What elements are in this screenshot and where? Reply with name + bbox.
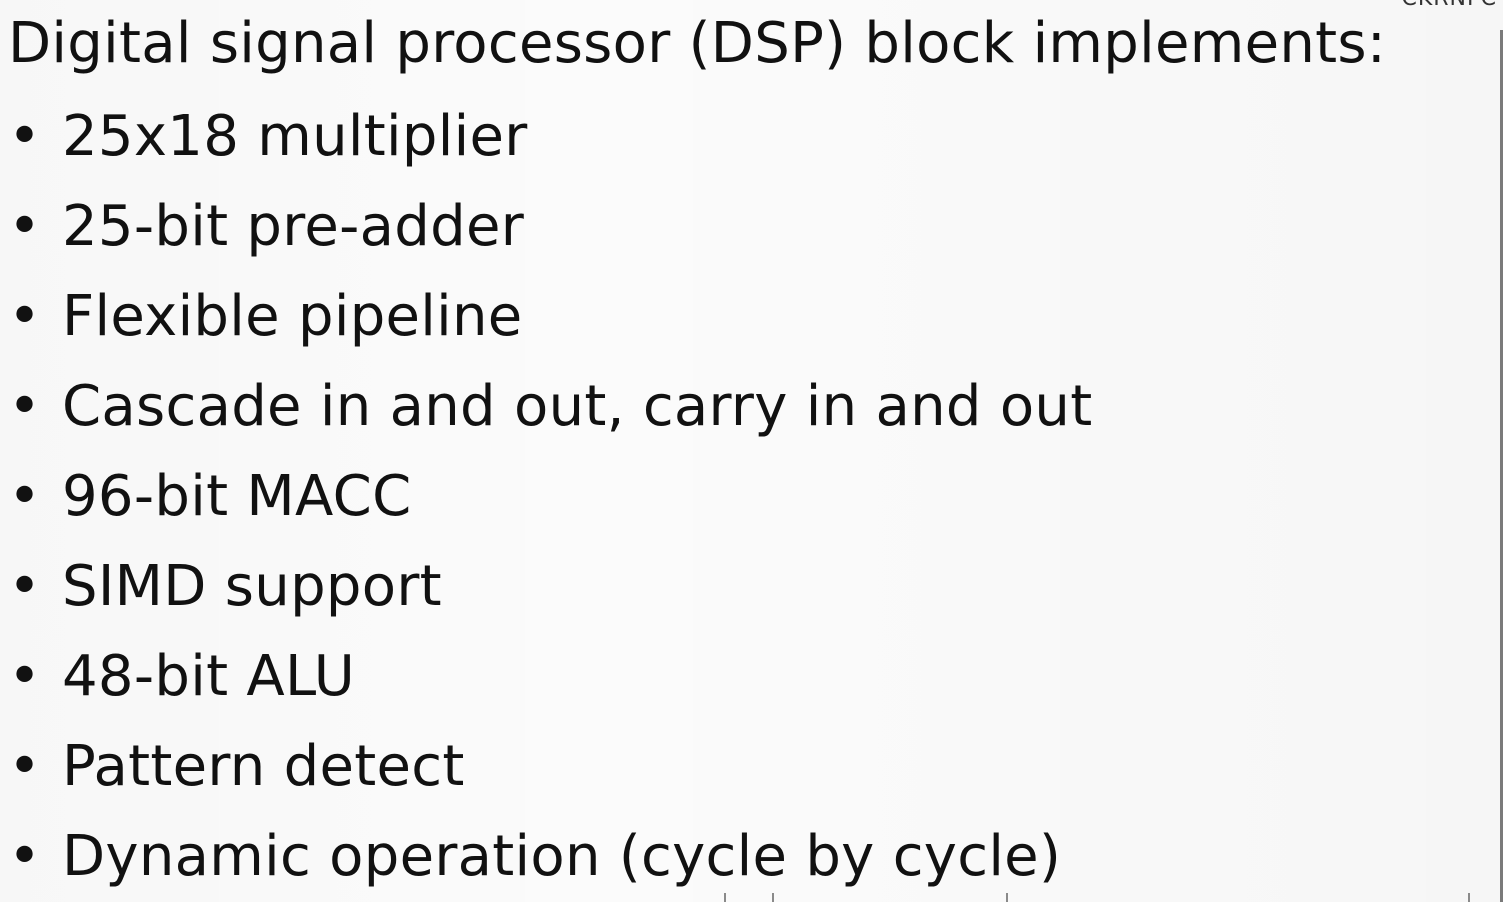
bottom-edge-ticks xyxy=(720,892,1480,902)
bullet-dot-icon: • xyxy=(8,194,42,259)
bottom-tick xyxy=(1006,893,1008,902)
bottom-tick xyxy=(772,893,774,902)
bullet-text: 25-bit pre-adder xyxy=(62,194,525,259)
bullet-text: 25x18 multiplier xyxy=(62,104,528,169)
bullet-text: Dynamic operation (cycle by cycle) xyxy=(62,824,1062,889)
bullet-dot-icon: • xyxy=(8,284,42,349)
right-border-line xyxy=(1500,30,1503,902)
bullet-text: 96-bit MACC xyxy=(62,464,412,529)
bottom-tick xyxy=(1468,893,1470,902)
bullet-text: 48-bit ALU xyxy=(62,644,356,709)
bullet-text: Cascade in and out, carry in and out xyxy=(62,374,1093,439)
bullet-dot-icon: • xyxy=(8,554,42,619)
bullet-dot-icon: • xyxy=(8,734,42,799)
bullet-text: Flexible pipeline xyxy=(62,284,523,349)
bullet-dot-icon: • xyxy=(8,104,42,169)
bullet-text: Pattern detect xyxy=(62,734,465,799)
bullet-dot-icon: • xyxy=(8,374,42,439)
corner-text-fragment: CKRNFC xyxy=(1401,0,1497,11)
bullet-dot-icon: • xyxy=(8,824,42,889)
bullet-dot-icon: • xyxy=(8,644,42,709)
slide-heading: Digital signal processor (DSP) block imp… xyxy=(8,11,1387,76)
bottom-tick xyxy=(724,893,726,902)
bullet-dot-icon: • xyxy=(8,464,42,529)
bullet-text: SIMD support xyxy=(62,554,442,619)
